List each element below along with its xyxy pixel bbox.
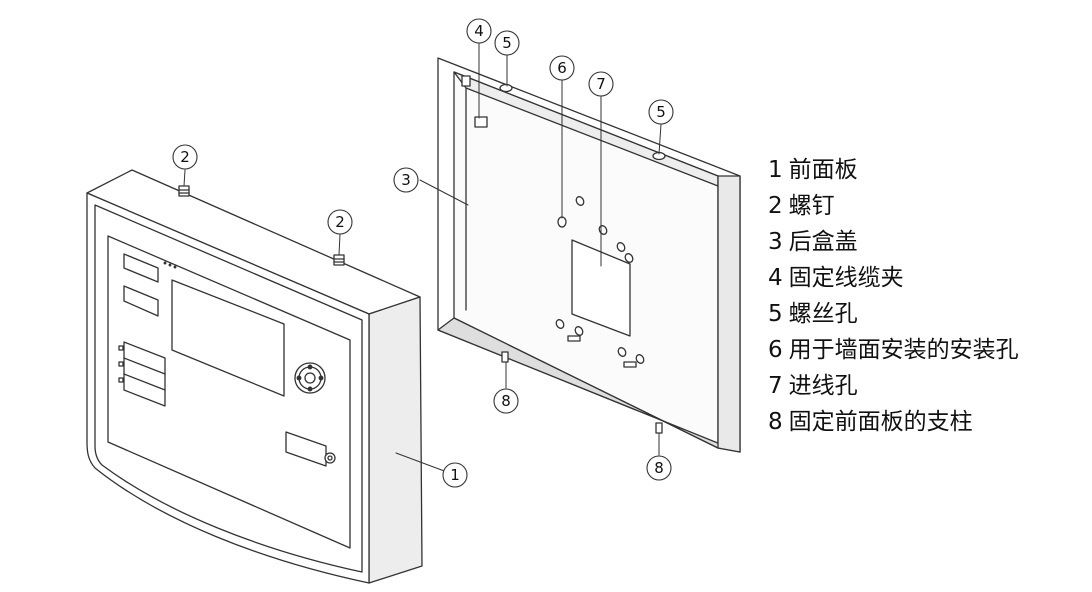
legend-number: 6 [768, 337, 783, 363]
label-led-2 [123, 285, 159, 317]
navigation-wheel-icon [294, 362, 326, 394]
legend-text: 用于墙面安装的安装孔 [788, 337, 1019, 363]
callout-numbers: 1 2 2 3 4 5 5 6 7 8 8 [180, 22, 666, 484]
callout-4 [466, 18, 492, 44]
callout-8a-number: 8 [501, 392, 511, 410]
legend-number: 8 [768, 409, 783, 435]
callout-6-number: 6 [557, 59, 567, 77]
callout-8b [646, 455, 672, 481]
label-bottom [285, 431, 327, 467]
legend-number: 5 [768, 301, 783, 327]
callout-1-number: 1 [450, 466, 460, 484]
legend-text: 后盒盖 [788, 229, 858, 255]
legend-text: 进线孔 [788, 373, 858, 399]
callout-2a-number: 2 [180, 148, 190, 166]
front-panel [86, 169, 423, 584]
legend-number: 3 [768, 229, 783, 255]
slot [623, 361, 637, 368]
callout-8a [493, 388, 519, 414]
cable-clamp [474, 116, 488, 128]
callout-2b-number: 2 [335, 213, 345, 231]
legend-number: 4 [768, 265, 783, 291]
callout-5a [494, 30, 520, 56]
callout-3-number: 3 [401, 171, 411, 189]
post [655, 422, 663, 434]
callout-2a [172, 144, 198, 170]
callout-4-number: 4 [474, 22, 484, 40]
callout-7-number: 7 [596, 75, 606, 93]
callout-5a-number: 5 [502, 34, 512, 52]
callout-circles [172, 18, 674, 488]
legend-text: 螺钉 [788, 193, 835, 219]
indicator-block [118, 341, 166, 407]
legend-text: 螺丝孔 [788, 301, 858, 327]
screw-hole [499, 83, 513, 93]
label-led-1 [123, 253, 159, 283]
cable-entry [571, 239, 631, 337]
legend-text: 前面板 [788, 157, 858, 183]
callout-7 [588, 71, 614, 97]
back-box-cover [437, 57, 741, 453]
screw [333, 254, 345, 266]
lcd-screen [171, 279, 285, 397]
legend-number: 7 [768, 373, 783, 399]
post [501, 351, 509, 363]
callout-5b-number: 5 [656, 103, 666, 121]
callout-6 [549, 55, 575, 81]
legend-number: 2 [768, 193, 783, 219]
callout-3 [393, 167, 419, 193]
lug [461, 75, 471, 87]
screw [178, 185, 190, 197]
callout-2b [327, 209, 353, 235]
callout-5b [648, 99, 674, 125]
callout-1 [442, 462, 468, 488]
key-lock-icon [324, 452, 336, 464]
callout-8b-number: 8 [654, 459, 664, 477]
legend-text: 固定前面板的支柱 [788, 409, 973, 435]
legend-number: 1 [768, 157, 783, 183]
slot [567, 335, 581, 342]
legend-text: 固定线缆夹 [788, 265, 904, 291]
